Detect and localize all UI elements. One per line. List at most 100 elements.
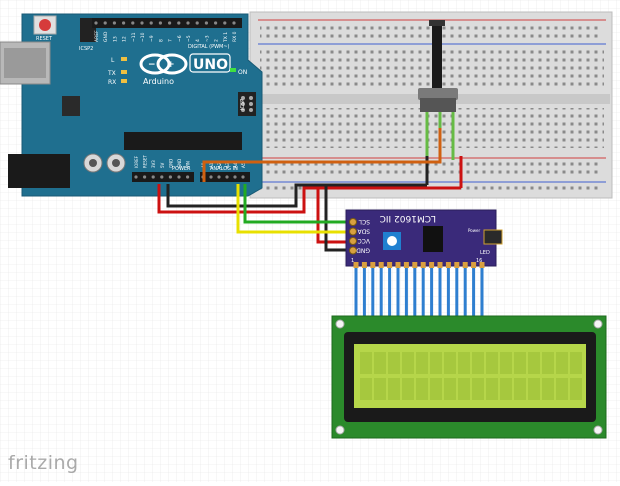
lcd-cell xyxy=(374,378,386,400)
wire-green-scl[interactable] xyxy=(243,184,350,224)
header-pin-label: A2 xyxy=(217,162,222,168)
digital-pin[interactable] xyxy=(223,21,227,25)
i2c-pin-sda[interactable] xyxy=(349,227,357,236)
digital-pin[interactable] xyxy=(177,21,181,25)
pin-num-16: 16 xyxy=(476,258,482,264)
arduino-logo: − + Arduino xyxy=(139,53,188,86)
header-pin xyxy=(420,262,426,268)
digital-pin-label: 7 xyxy=(168,39,174,42)
header-pin xyxy=(412,262,418,268)
digital-pin-label: 12 xyxy=(122,36,128,42)
led-label: LED xyxy=(480,250,490,256)
digital-pin[interactable] xyxy=(149,21,153,25)
header-pin[interactable] xyxy=(177,175,181,179)
digital-pin-label: TX 1 xyxy=(223,32,229,43)
digital-pin[interactable] xyxy=(214,21,218,25)
lcd-cell xyxy=(416,352,428,374)
digital-pin[interactable] xyxy=(131,21,135,25)
header-pin[interactable] xyxy=(225,175,229,179)
digital-pin[interactable] xyxy=(168,21,172,25)
digital-pin[interactable] xyxy=(204,21,208,25)
header-pin[interactable] xyxy=(160,175,164,179)
icsp-label: ICSP xyxy=(240,99,246,110)
header-pin[interactable] xyxy=(233,175,237,179)
header-pin-label: RESET xyxy=(143,155,148,168)
wire-orange-a0-to-pot[interactable] xyxy=(202,128,442,182)
header-pin[interactable] xyxy=(143,175,147,179)
header-pin[interactable] xyxy=(217,175,221,179)
lcd-cell xyxy=(388,352,400,374)
digital-pin[interactable] xyxy=(122,21,126,25)
digital-pin[interactable] xyxy=(158,21,162,25)
digital-pin[interactable] xyxy=(103,21,107,25)
lcd-cell xyxy=(360,378,372,400)
i2c-pin-label: GND xyxy=(356,247,370,254)
header-pin-label: A5 xyxy=(241,162,246,168)
lcd-cell xyxy=(500,378,512,400)
lcd-cell xyxy=(416,378,428,400)
lcd-1602-module[interactable] xyxy=(331,315,607,439)
wire-red-5v[interactable] xyxy=(157,184,461,214)
lcd-cell xyxy=(556,352,568,374)
lcd-cell xyxy=(388,378,400,400)
lcd-cell xyxy=(458,352,470,374)
header-pin-label: A1 xyxy=(209,162,214,168)
wire-red-5v-to-lcd[interactable] xyxy=(304,186,350,244)
header-pin-label: VIN xyxy=(186,161,191,168)
i2c-pin-label: VCC xyxy=(358,237,370,244)
digital-pin-label: ~5 xyxy=(186,35,192,42)
digital-pin-label: ~10 xyxy=(140,32,146,42)
digital-pin[interactable] xyxy=(232,21,236,25)
header-pin-label: IOREF xyxy=(134,155,139,168)
led-jumper[interactable] xyxy=(483,229,503,245)
analog-header xyxy=(200,172,250,182)
power-label: POWER xyxy=(172,166,191,172)
fritzing-logo: fritzing xyxy=(8,452,79,474)
digital-pin[interactable] xyxy=(94,21,98,25)
i2c-pin-scl[interactable] xyxy=(349,218,357,226)
header-pin[interactable] xyxy=(134,175,138,179)
digital-pin[interactable] xyxy=(186,21,190,25)
lcd-cell xyxy=(542,352,554,374)
digital-pin[interactable] xyxy=(112,21,116,25)
power-led-label: Power xyxy=(468,228,480,233)
i2c-pin-vcc[interactable] xyxy=(349,237,357,245)
header-pin[interactable] xyxy=(168,175,172,179)
i2c-pin-label: SDA xyxy=(357,228,370,235)
i2c-pin-gnd[interactable] xyxy=(349,246,357,255)
atmega-chip xyxy=(124,132,242,150)
svg-text:+: + xyxy=(167,60,175,70)
lcd-cell xyxy=(514,352,526,374)
digital-pin[interactable] xyxy=(195,21,199,25)
header-pin[interactable] xyxy=(209,175,213,179)
digital-pin-label: RX 0 xyxy=(232,31,238,42)
lcd-cell xyxy=(472,378,484,400)
header-pin[interactable] xyxy=(241,175,245,179)
i2c-chip xyxy=(423,226,443,252)
wire-yellow-sda[interactable] xyxy=(236,184,350,234)
digital-pin[interactable] xyxy=(140,21,144,25)
header-pin xyxy=(429,262,435,268)
lcd-cell xyxy=(542,378,554,400)
i2c-header-pins xyxy=(353,262,485,268)
potentiometer[interactable] xyxy=(418,20,458,160)
header-pin[interactable] xyxy=(151,175,155,179)
lcd-cell xyxy=(402,352,414,374)
wire-black-gnd[interactable] xyxy=(166,183,427,208)
power-jack xyxy=(8,154,70,188)
wire-black-gnd-to-lcd[interactable] xyxy=(296,183,350,252)
header-pin[interactable] xyxy=(186,175,190,179)
lcd-cell xyxy=(402,378,414,400)
header-pin-label: 3V3 xyxy=(151,160,156,168)
header-pin xyxy=(437,262,443,268)
header-pin xyxy=(479,262,485,268)
reset-label: RESET xyxy=(36,36,53,42)
lcd-cell xyxy=(430,378,442,400)
l-label: L xyxy=(111,57,115,64)
lcd-cell xyxy=(570,352,582,374)
